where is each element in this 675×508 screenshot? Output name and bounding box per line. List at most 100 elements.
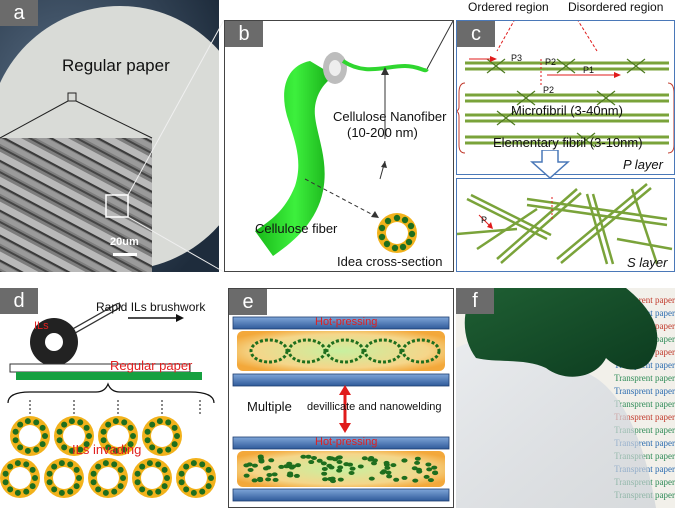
- welded-nanofiber: [423, 474, 430, 479]
- welded-nanofiber: [383, 462, 390, 467]
- regular-paper-title: Regular paper: [62, 56, 170, 75]
- welded-nanofiber: [321, 471, 328, 476]
- panel-f-graphic: [456, 288, 658, 508]
- welded-nanofiber: [390, 463, 397, 468]
- welded-nanofiber: [268, 458, 275, 463]
- welded-nanofiber: [386, 474, 393, 479]
- welded-nanofiber: [367, 457, 374, 462]
- transparent-paper-text: Transprent paper: [614, 399, 675, 409]
- welded-nanofiber: [335, 455, 342, 460]
- fiber-cross-section: [98, 416, 138, 456]
- welded-nanofiber: [272, 477, 279, 482]
- welded-nanofiber: [286, 473, 293, 478]
- p-layer-label: P layer: [623, 157, 663, 172]
- welded-nanofiber: [412, 478, 419, 483]
- invading-fibers: [0, 400, 216, 498]
- regular-paper-label: Regular paper: [110, 358, 193, 373]
- green-glove: [464, 288, 658, 377]
- panel-b: b Cellulose Nanofiber (10-200 nm) Cellul…: [224, 20, 454, 272]
- welded-nanofiber: [258, 459, 265, 464]
- multiple-label: Multiple: [247, 399, 292, 414]
- welded-nanofiber: [326, 455, 333, 460]
- welded-nanofiber: [336, 468, 343, 473]
- welded-nanofiber: [384, 465, 391, 470]
- panel-e-tag: e: [229, 289, 267, 315]
- transparent-paper-text: Transprent paper: [614, 425, 675, 435]
- welded-nanofiber: [284, 464, 291, 469]
- welded-nanofiber: [278, 464, 285, 469]
- process-label: devillicate and nanowelding: [307, 401, 442, 413]
- p2-label-bottom: P2: [543, 85, 555, 95]
- welded-nanofiber: [290, 464, 297, 469]
- panel-b-tag: b: [225, 21, 263, 47]
- p3-label: P3: [511, 53, 523, 63]
- compressed-fiber: [249, 338, 289, 364]
- transparent-paper-text: Transprent paper: [614, 386, 675, 396]
- welded-nanofiber: [251, 463, 258, 468]
- disordered-region-label: Disordered region: [568, 0, 664, 14]
- panel-b-graphic: [255, 21, 453, 256]
- welded-nanofiber: [401, 458, 408, 463]
- welded-nanofiber: [243, 463, 250, 468]
- compressed-fiber: [325, 338, 365, 364]
- p2-label-top: P2: [545, 57, 557, 67]
- welded-nanofiber: [426, 467, 433, 472]
- welded-nanofiber: [326, 463, 333, 468]
- welded-nanofiber: [431, 465, 438, 470]
- panel-e: e Hot-pressing Multiple devillicate and …: [228, 288, 454, 508]
- welded-nanofiber: [247, 467, 254, 472]
- welded-nanofiber: [414, 460, 421, 465]
- transparent-paper-text: Transprent paper: [614, 412, 675, 422]
- welded-nanofiber: [361, 456, 368, 461]
- welded-nanofiber: [311, 456, 318, 461]
- welded-nanofiber: [385, 470, 392, 475]
- panel-c: c P3 P2 P1 P2 Microfibril (3-40nm) Eleme…: [456, 20, 675, 175]
- s-layer-p-label: P: [481, 215, 488, 225]
- panel-f-tag: f: [456, 288, 494, 314]
- compressed-fiber: [287, 338, 327, 364]
- cellulose-fiber-label: Cellulose fiber: [255, 221, 338, 236]
- nanofiber-size: (10-200 nm): [347, 125, 418, 140]
- welded-nanofiber: [295, 463, 302, 468]
- welded-nanofiber: [320, 461, 327, 466]
- welded-nanofiber: [336, 459, 343, 464]
- down-arrow-icon: [530, 150, 570, 180]
- fiber-cross-section: [176, 458, 216, 498]
- hot-pressing-top: Hot-pressing: [315, 316, 378, 328]
- nanofiber-label: Cellulose Nanofiber: [333, 109, 447, 124]
- roller-label: ILs: [34, 320, 49, 332]
- welded-nanofiber: [322, 477, 329, 482]
- fiber-cross-section: [54, 416, 94, 456]
- cross-section-label: Idea cross-section: [337, 254, 443, 269]
- welded-nanofiber: [393, 477, 400, 482]
- s-layer-label: S layer: [627, 255, 668, 270]
- welded-nanofiber: [293, 473, 300, 478]
- transparent-paper-text: Transprent paper: [614, 373, 675, 383]
- cellulose-fiber-shape: [255, 61, 335, 256]
- transparent-paper-text: Transprent paper: [614, 438, 675, 448]
- welded-nanofiber: [265, 477, 272, 482]
- fiber-cross-section: [142, 416, 182, 456]
- welded-nanofiber: [337, 477, 344, 482]
- welded-nanofiber: [401, 475, 408, 480]
- transparent-paper-text: Transprent paper: [614, 295, 675, 305]
- welded-nanofiber: [300, 454, 307, 459]
- panel-d: d ILs Rapid ILs brushwork Regular paper …: [0, 288, 224, 508]
- welded-nanofiber: [337, 465, 344, 470]
- fiber-cross-section: [44, 458, 84, 498]
- welded-nanofiber: [343, 462, 350, 467]
- welded-nanofiber: [368, 476, 375, 481]
- panel-c-s-layer: P S layer: [456, 178, 675, 272]
- welded-nanofiber: [357, 464, 364, 469]
- microfibril-label: Microfibril (3-40nm): [511, 103, 623, 118]
- transparent-paper-text: Transprent paper: [614, 451, 675, 461]
- welded-nanofiber: [414, 456, 421, 461]
- p1-label: P1: [583, 65, 595, 75]
- welded-nanofiber: [380, 469, 387, 474]
- welded-nanofiber: [327, 476, 334, 481]
- welded-nanofiber: [251, 478, 258, 483]
- welded-nanofiber: [349, 466, 356, 471]
- hot-pressing-bottom: Hot-pressing: [315, 436, 378, 448]
